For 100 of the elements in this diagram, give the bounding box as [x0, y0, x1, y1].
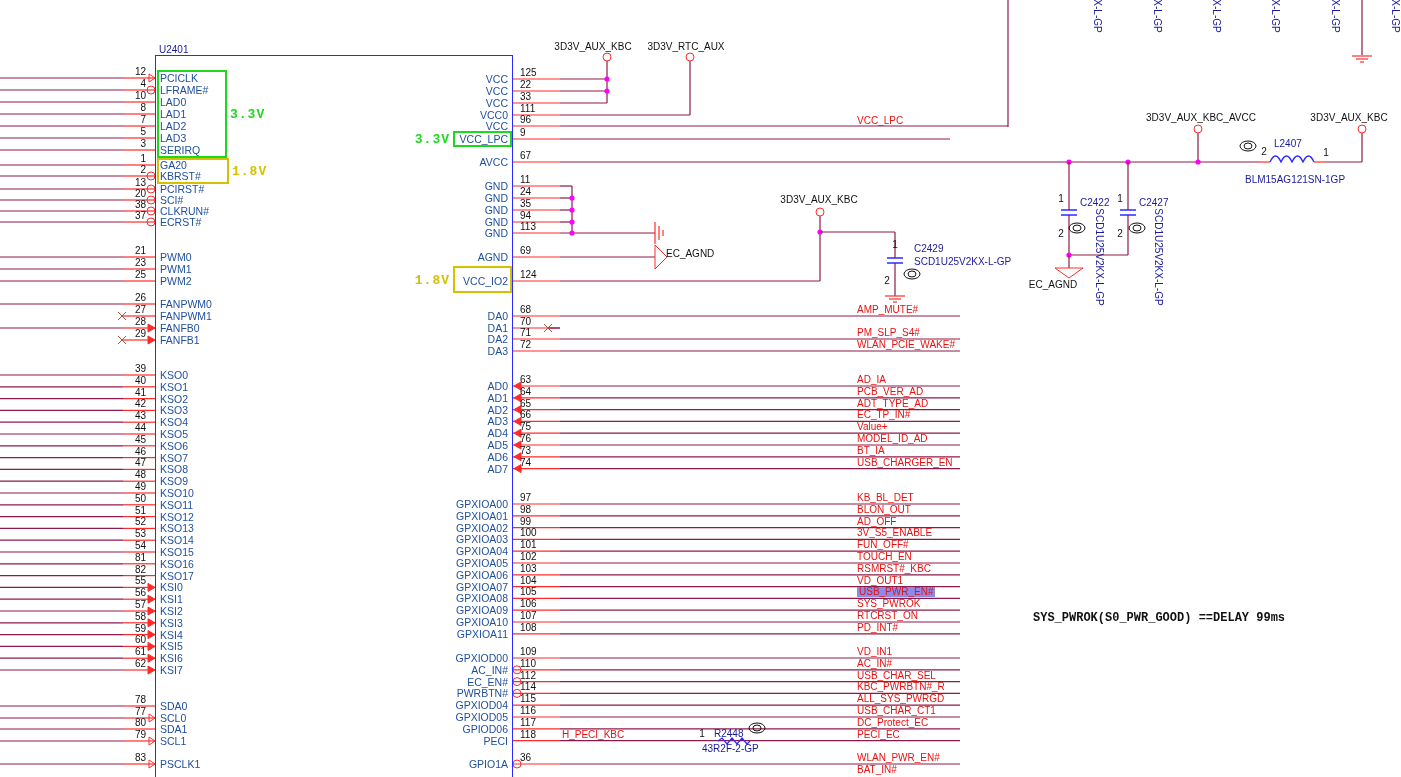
pin-name: GPXIOA05 [456, 558, 508, 568]
pin-name: SERIRQ [160, 145, 201, 155]
pin-name: PCIRST# [160, 184, 205, 194]
pin-name: FANFB1 [160, 335, 200, 345]
pin-number: 63 [520, 375, 532, 385]
pin-number: 52 [134, 517, 146, 528]
pin-number: 1 [892, 240, 898, 250]
voltage-label: 1.8V [232, 163, 268, 179]
pin-name: GPXIOD04 [455, 700, 508, 711]
pin-name: LAD1 [160, 109, 187, 119]
net-label: USB_CHAR_SEL [857, 670, 936, 681]
pin-number: 64 [520, 386, 532, 397]
component-label: SCD1U25V2KX-L-GP [1153, 208, 1163, 306]
pin-name: KSO10 [160, 488, 194, 498]
pin-number: 108 [520, 622, 537, 633]
pin-number: 2 [1058, 229, 1064, 239]
pin-number: 44 [134, 423, 146, 433]
pin-name: GPXIOA06 [456, 569, 508, 580]
pin-number: 48 [134, 470, 146, 481]
pin-number: 70 [520, 317, 532, 327]
net-label: RTCRST_ON [857, 611, 918, 621]
net-label: H_PECI_KBC [562, 730, 625, 740]
pin-number: 4 [140, 79, 146, 89]
pin-name: LAD0 [160, 97, 187, 107]
pin-number: 79 [134, 730, 146, 740]
pin-name: GPXIOA07 [456, 581, 508, 592]
net-label: VCC_LPC [857, 116, 904, 126]
pin-number: 2 [140, 165, 146, 175]
part-designator: U2401 [159, 44, 189, 55]
net-label: USB_CHARGER_EN [857, 457, 953, 468]
pin-number: 98 [520, 504, 532, 515]
pin-name: VCC [485, 86, 508, 96]
net-label: VD_IN1 [857, 647, 892, 657]
pin-name: KSO14 [160, 535, 194, 546]
pin-number: 2 [1117, 229, 1123, 239]
pin-number: 94 [520, 211, 532, 221]
pin-number: 3 [140, 139, 146, 149]
pin-number: 27 [134, 305, 146, 315]
pin-number: 103 [520, 563, 537, 574]
pin-name: VCC_IO2 [463, 276, 508, 286]
pin-number: 29 [134, 329, 146, 339]
timing-note: SYS_PWROK(S0_PWR_GOOD) ==DELAY 99ms [1033, 613, 1286, 623]
pin-name: SCL1 [160, 736, 187, 746]
net-label: FUN_OFF# [857, 540, 909, 551]
pin-number: 113 [520, 222, 536, 232]
net-label: AD_IA [857, 375, 886, 385]
pin-name: KSO8 [160, 464, 188, 475]
pin-number: 43 [134, 411, 146, 422]
pin-name: VCC0 [480, 110, 508, 120]
power-port-label: 3D3V_AUX_KBC [554, 42, 632, 52]
pin-number: 107 [520, 611, 537, 621]
net-label: BT_IA [857, 445, 885, 456]
component-label: X-L-GP [1211, 0, 1221, 33]
power-port-label: 3D3V_AUX_KBC [780, 195, 858, 205]
net-label: RSMRST#_KBC [857, 563, 931, 574]
pin-number: 105 [520, 587, 537, 598]
pin-number: 74 [520, 457, 532, 468]
component-label: SCD1U25V2KX-L-GP [914, 257, 1012, 267]
net-label: USB_CHAR_CT1 [857, 706, 936, 716]
pin-number: 24 [520, 187, 532, 197]
pin-number: 39 [134, 364, 146, 374]
pin-number: 109 [520, 647, 537, 657]
pin-number: 26 [134, 293, 146, 303]
pin-number: 78 [134, 695, 146, 705]
pin-number: 22 [520, 80, 532, 90]
pin-number: 50 [134, 493, 146, 504]
pin-name: FANFB0 [160, 323, 200, 333]
pin-name: LAD2 [160, 121, 187, 131]
component-label: R2448 [714, 729, 744, 739]
component-label: C2427 [1139, 198, 1169, 208]
pin-name: GPXIOA08 [456, 593, 508, 604]
net-label: EC_TP_IN# [857, 410, 911, 421]
net-label: WLAN_PWR_EN# [857, 753, 940, 763]
pin-name: GND [484, 193, 508, 203]
pin-name: KSO9 [160, 476, 188, 487]
pin-name: AC_IN# [471, 664, 508, 675]
voltage-label: 1.8V [414, 272, 450, 287]
pin-name: KSO12 [160, 511, 194, 522]
pin-number: 114 [520, 682, 536, 693]
pin-number: 56 [134, 588, 146, 599]
pin-number: 99 [520, 516, 532, 527]
pin-number: 69 [520, 246, 532, 256]
pin-number: 25 [134, 270, 146, 280]
pin-number: 66 [520, 410, 532, 421]
pin-number: 115 [520, 694, 536, 705]
pin-number: 1 [1058, 194, 1064, 204]
net-label: PCB_VER_AD [857, 386, 924, 397]
component-label: X-L-GP [1330, 0, 1340, 33]
pin-name: GND [484, 228, 508, 238]
component-label: C2422 [1080, 198, 1110, 208]
component-label: 43R2F-2-GP [702, 744, 759, 754]
pin-name: KSO13 [160, 523, 194, 534]
component-label: C2429 [914, 244, 944, 254]
net-label: AD_OFF [857, 516, 897, 527]
net-label: BAT_IN# [857, 765, 897, 775]
pin-number: 28 [134, 317, 146, 327]
component-label: X-L-GP [1152, 0, 1162, 33]
pin-number: 2 [884, 276, 890, 286]
pin-name: GPIO1A [468, 759, 508, 769]
voltage-label: 3.3V [230, 106, 266, 122]
